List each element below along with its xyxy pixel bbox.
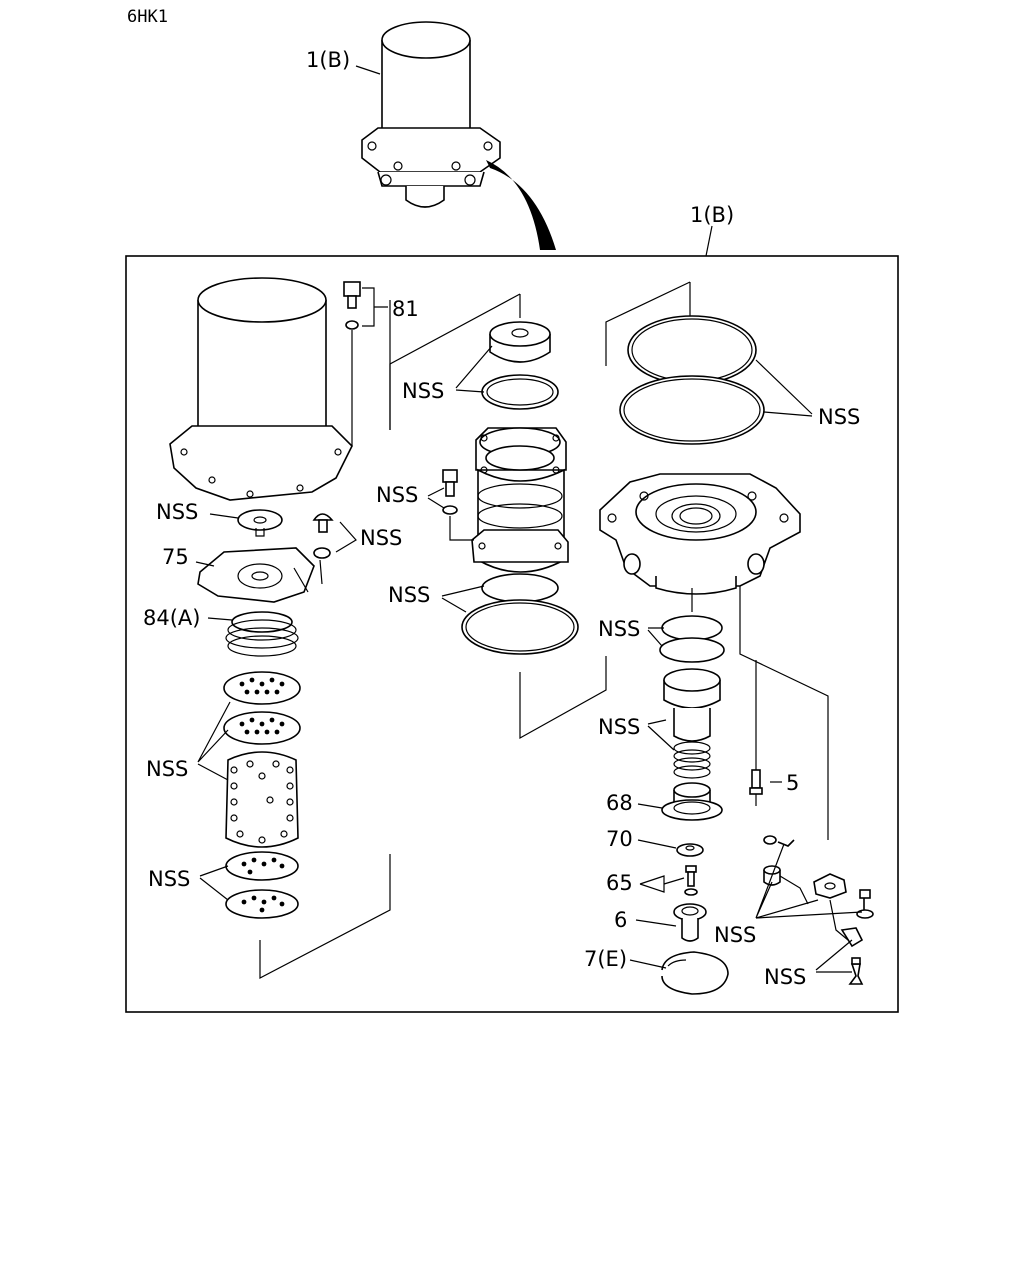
nss-o-ring-lower xyxy=(461,573,579,655)
spring-84 xyxy=(225,611,299,657)
label-nss-4: NSS xyxy=(148,867,190,891)
part-70 xyxy=(676,843,704,857)
model-code: 6HK1 xyxy=(127,7,168,27)
desiccant-cartridge xyxy=(169,277,353,501)
label-nss-3: NSS xyxy=(146,757,188,781)
nss-knob xyxy=(489,321,551,363)
label-assy-box: 1(B) xyxy=(690,203,734,227)
sensor-5 xyxy=(749,660,763,806)
group-bracket-middle-lower xyxy=(519,656,607,740)
nss-piston xyxy=(663,668,721,742)
label-nss-7: NSS xyxy=(388,583,430,607)
label-81: 81 xyxy=(392,297,419,321)
part-68 xyxy=(661,782,723,821)
group-bracket-middle xyxy=(389,293,521,430)
label-7: 7(E) xyxy=(584,947,627,971)
label-65: 65 xyxy=(606,871,633,895)
plate-75 xyxy=(197,547,323,603)
group-bracket-left xyxy=(259,854,391,979)
nss-screw-washer xyxy=(312,513,357,559)
nss-desiccant-bag xyxy=(225,751,299,848)
valve-housing xyxy=(599,473,801,595)
nss-o-ring-upper xyxy=(481,374,559,410)
label-5: 5 xyxy=(786,771,799,795)
snap-ring-7 xyxy=(661,951,729,995)
label-75: 75 xyxy=(162,545,189,569)
nss-perforated-plates-top xyxy=(223,671,301,745)
nss-heater-clamps xyxy=(763,835,874,985)
label-nss-10: NSS xyxy=(598,715,640,739)
group-bracket-right xyxy=(605,281,691,366)
label-nss-9: NSS xyxy=(598,617,640,641)
nss-seal-rings xyxy=(659,615,725,663)
nss-o-rings-right xyxy=(619,315,765,445)
label-nss-1: NSS xyxy=(156,500,198,524)
label-nss-5: NSS xyxy=(402,379,444,403)
filter-housing xyxy=(471,427,569,573)
part-6 xyxy=(673,903,707,942)
nss-valve-left xyxy=(237,509,283,537)
nss-screw-middle xyxy=(442,469,474,541)
label-nss-11: NSS xyxy=(714,923,756,947)
air-dryer-assembly-overview xyxy=(361,21,556,250)
label-nss-2: NSS xyxy=(360,526,402,550)
label-nss-12: NSS xyxy=(764,965,806,989)
label-84: 84(A) xyxy=(143,606,200,630)
part-65 xyxy=(684,865,698,896)
nss-perforated-plates-bottom xyxy=(225,851,299,919)
label-nss-8: NSS xyxy=(818,405,860,429)
label-nss-6: NSS xyxy=(376,483,418,507)
right-bracket-line xyxy=(739,586,829,840)
detail-frame xyxy=(125,255,899,1013)
label-assy-top: 1(B) xyxy=(306,48,350,72)
label-70: 70 xyxy=(606,827,633,851)
label-68: 68 xyxy=(606,791,633,815)
nss-spring-right xyxy=(673,741,711,779)
label-6: 6 xyxy=(614,908,627,932)
bolt-81 xyxy=(343,281,388,446)
